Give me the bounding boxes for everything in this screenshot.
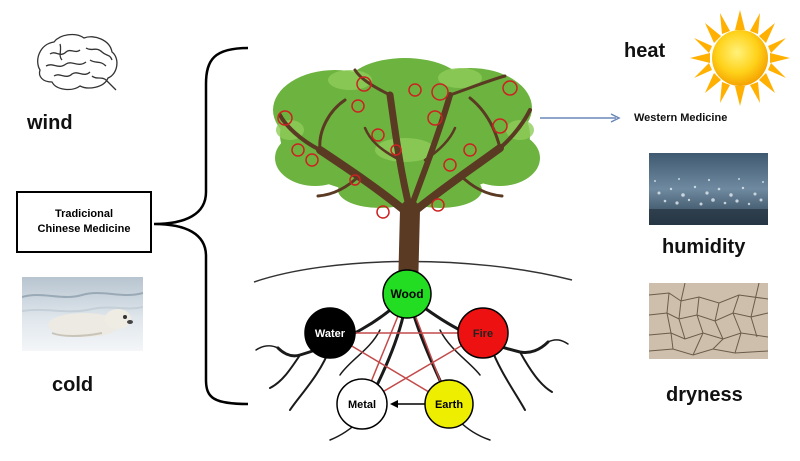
fire-label: Fire: [473, 328, 493, 340]
dryness-label: dryness: [666, 384, 743, 406]
rain-photo: [649, 153, 768, 225]
sun-icon: [690, 10, 790, 106]
red-spots: [277, 76, 518, 219]
tree-roots: [255, 298, 569, 441]
tcm-line2: Chinese Medicine: [37, 223, 131, 235]
heat-label: heat: [624, 40, 666, 62]
wood-label: Wood: [390, 287, 423, 301]
metal-label: Metal: [348, 399, 376, 411]
tcm-line1: Tradicional: [54, 208, 114, 220]
brain-icon: [37, 33, 118, 91]
wind-label: wind: [27, 112, 73, 134]
earth-label: Earth: [435, 399, 463, 411]
element-earth: Earth: [424, 379, 474, 429]
western-medicine-label: Western Medicine: [634, 112, 728, 124]
element-fire: Fire: [457, 307, 509, 359]
element-water: Water: [304, 307, 356, 359]
tcm-box: Tradicional Chinese Medicine: [16, 191, 152, 253]
water-label: Water: [315, 328, 346, 340]
cold-label: cold: [52, 374, 94, 396]
element-metal: Metal: [336, 378, 388, 430]
polar-bear-photo: [22, 277, 143, 351]
humidity-label: humidity: [662, 236, 746, 258]
element-wood: Wood: [382, 269, 432, 319]
cracked-earth-photo: [649, 283, 768, 359]
curly-brace: [153, 46, 249, 406]
